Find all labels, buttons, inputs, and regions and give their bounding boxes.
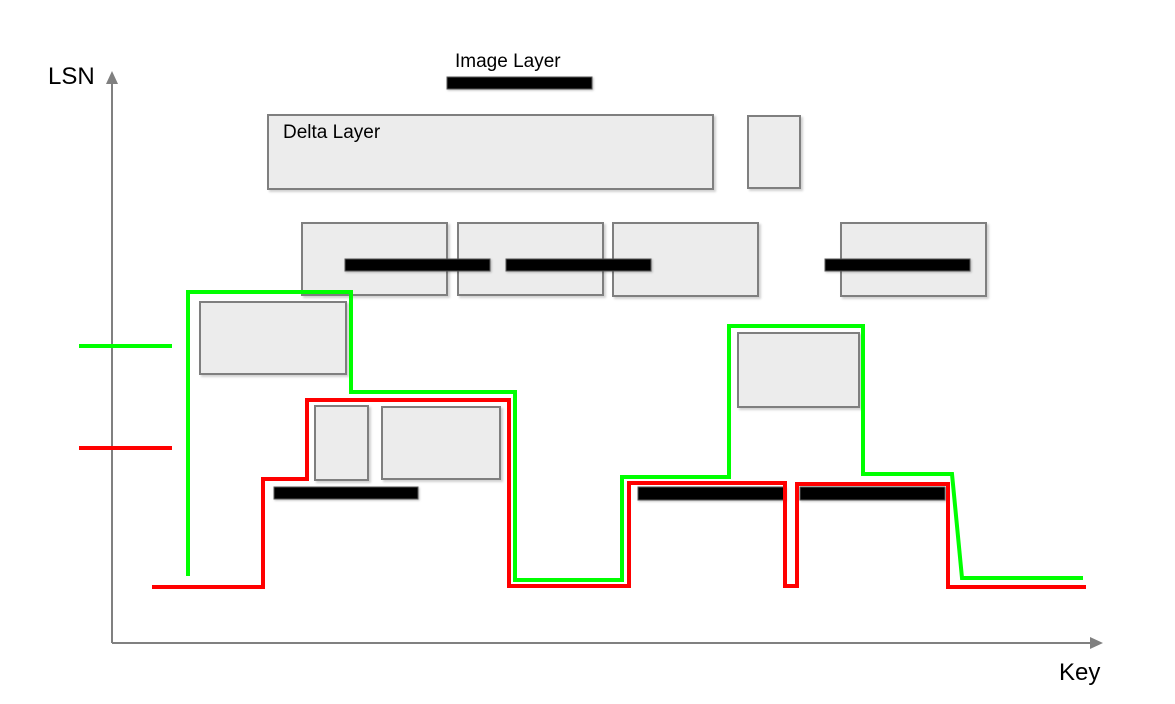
x-axis-label: Key <box>1059 659 1101 686</box>
delta-layer-legend-label: Delta Layer <box>283 122 381 143</box>
image-layer-bar <box>505 258 652 272</box>
delta-layer-rect <box>381 406 501 480</box>
image-layer-bar <box>799 486 946 501</box>
delta-layer-rect <box>314 405 369 481</box>
image-layer-bar <box>446 76 593 90</box>
image-layer-bar <box>344 258 491 272</box>
image-layer-bar <box>273 486 419 500</box>
x-axis-arrowhead <box>1090 637 1103 649</box>
image-layer-bar <box>637 486 786 501</box>
image-layer-legend-label: Image Layer <box>455 51 561 72</box>
green-line <box>186 290 1083 582</box>
y-axis-arrowhead <box>106 71 118 84</box>
delta-layer-rect <box>267 114 714 190</box>
delta-layer-rect <box>199 301 347 375</box>
delta-layer-rect <box>737 332 860 408</box>
y-axis-label: LSN <box>48 63 95 90</box>
image-layer-bar <box>824 258 971 272</box>
delta-layer-rect <box>747 115 801 189</box>
red-line <box>152 398 1086 589</box>
